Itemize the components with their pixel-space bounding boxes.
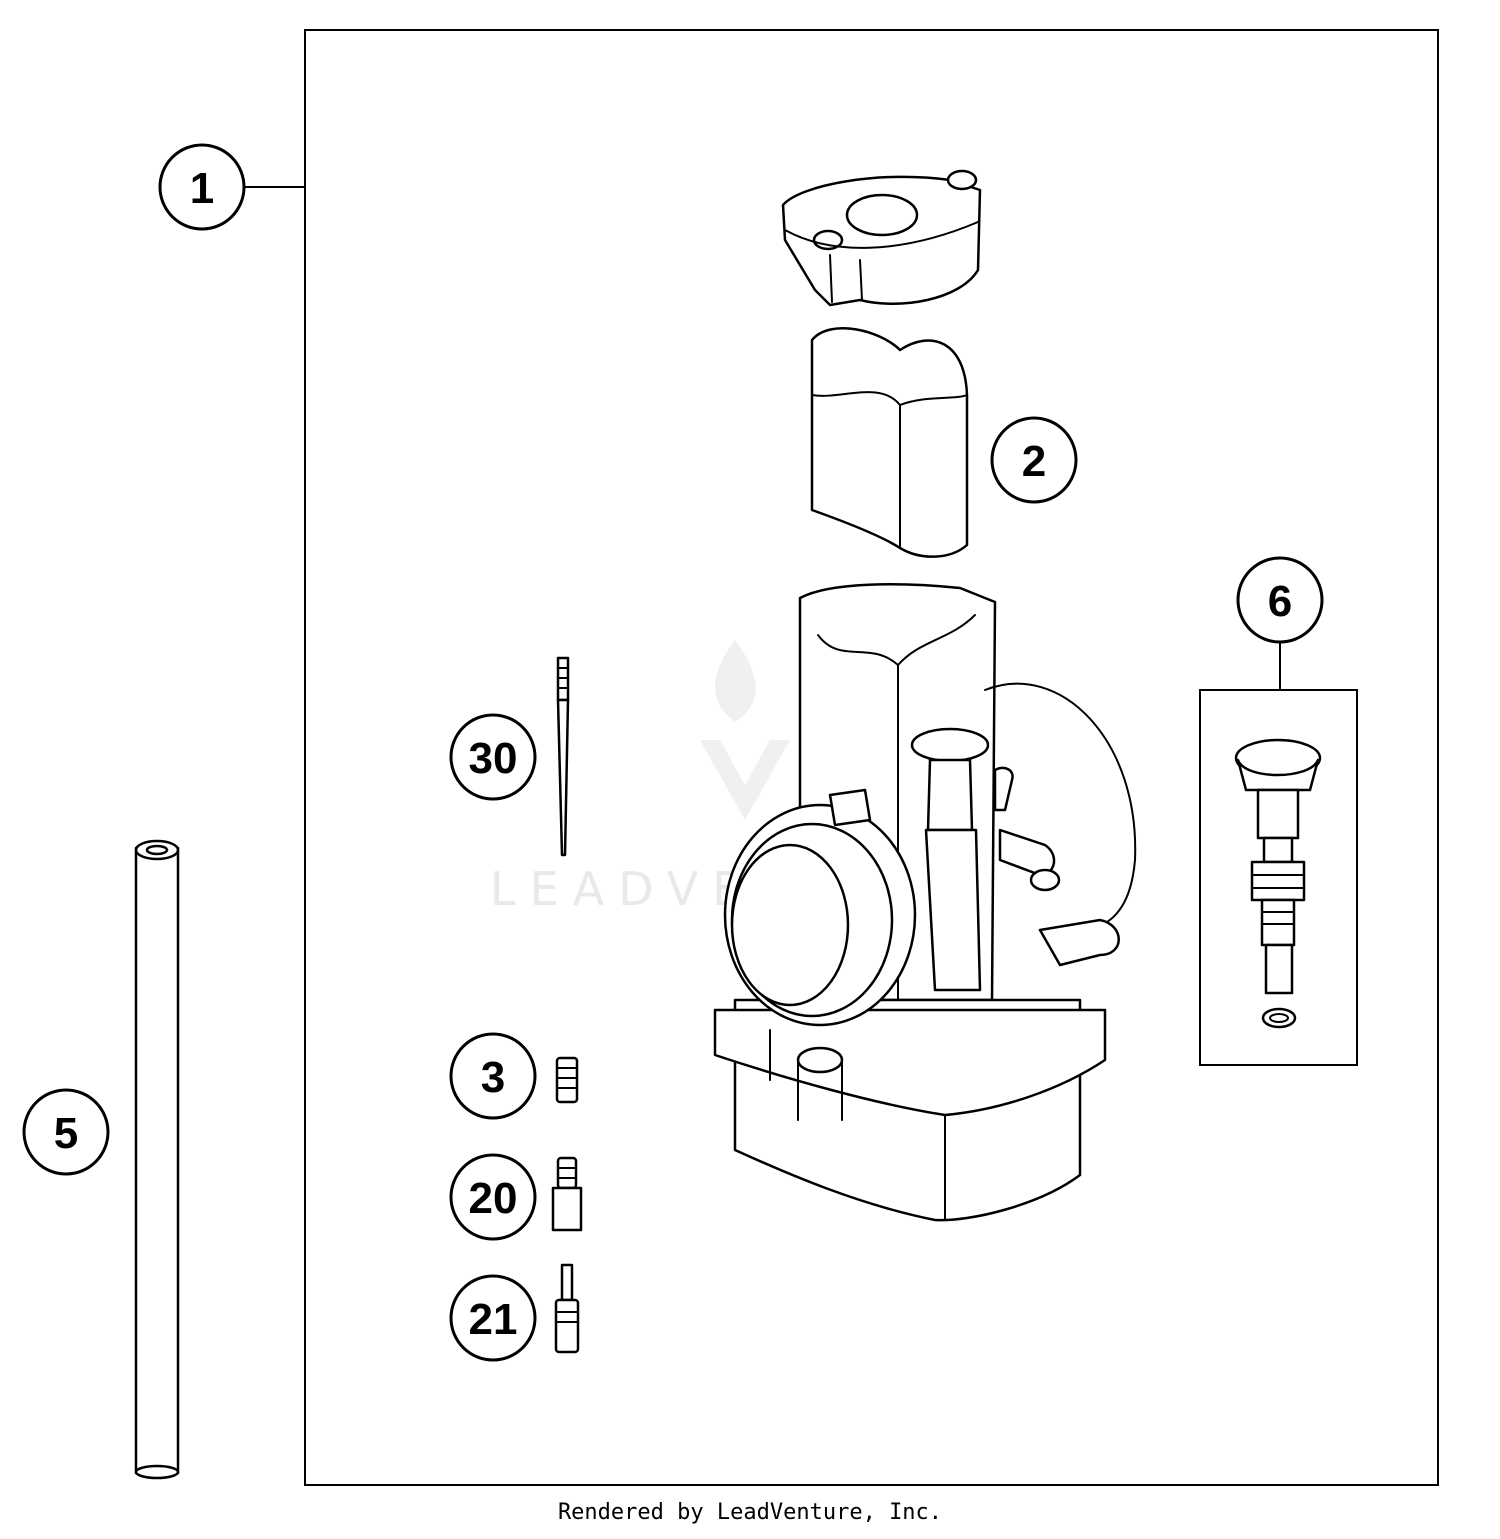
carburetor-cap[interactable] [781, 169, 982, 307]
callout-21-label: 21 [469, 1295, 518, 1344]
part-6-choke-plunger[interactable] [1234, 738, 1322, 1029]
callout-6[interactable]: 6 [1236, 556, 1324, 644]
part-2-throttle-slide[interactable] [810, 326, 969, 558]
callout-2-label: 2 [1022, 437, 1046, 486]
callout-1-label: 1 [190, 164, 214, 213]
callout-30-label: 30 [469, 734, 518, 783]
callout-3[interactable]: 3 [449, 1032, 537, 1120]
footer-credit: Rendered by LeadVenture, Inc. [557, 1500, 943, 1525]
callout-5-label: 5 [54, 1109, 78, 1158]
callout-20[interactable]: 20 [449, 1153, 537, 1241]
part-20-main-jet[interactable] [551, 1156, 583, 1232]
part-21-needle-jet[interactable] [554, 1263, 580, 1354]
callout-6-label: 6 [1268, 577, 1292, 626]
carburetor-body[interactable] [713, 583, 1137, 1222]
callout-3-label: 3 [481, 1053, 505, 1102]
assembly-frame [304, 29, 1439, 1486]
callout-2[interactable]: 2 [990, 416, 1078, 504]
callout-1[interactable]: 1 [158, 143, 246, 231]
callout-21[interactable]: 21 [449, 1274, 537, 1362]
callout-20-label: 20 [469, 1174, 518, 1223]
callout-30[interactable]: 30 [449, 713, 537, 801]
callout-5[interactable]: 5 [22, 1088, 110, 1176]
part-6-frame [1199, 689, 1358, 1066]
part-5-tube[interactable] [134, 839, 180, 1480]
part-3-pilot-jet[interactable] [555, 1056, 579, 1104]
part-30-jet-needle[interactable] [556, 656, 570, 857]
